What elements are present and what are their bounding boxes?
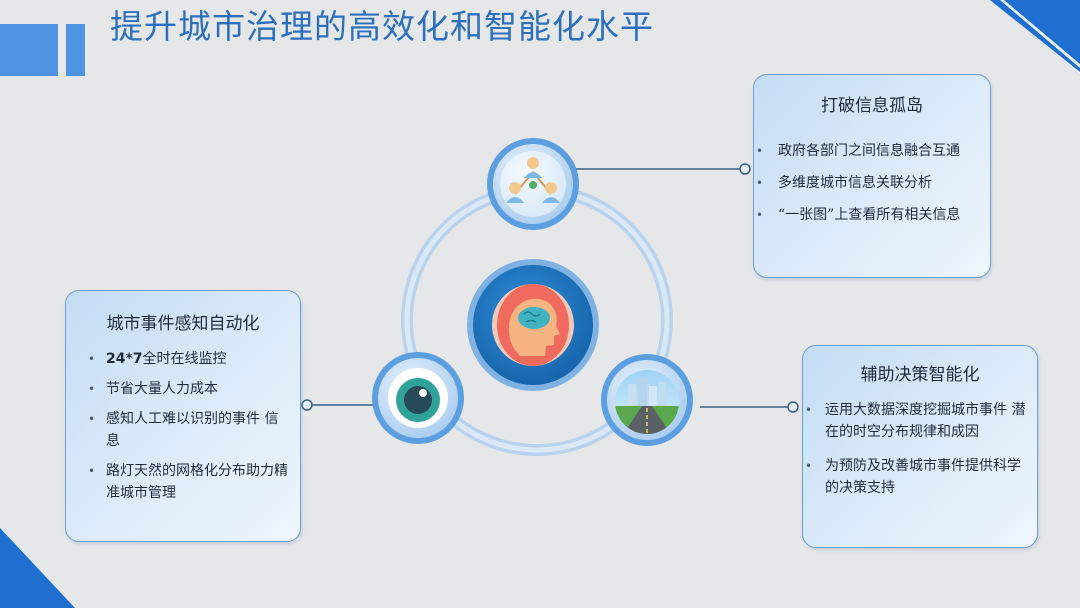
- list-item: •政府各部门之间信息融合互通: [756, 143, 960, 159]
- card-heading: 城市事件感知自动化: [106, 314, 260, 334]
- corner-decoration-top-right: [990, 0, 1080, 75]
- card-heading: 辅助决策智能化: [860, 365, 980, 385]
- corner-decoration-bottom-left: [0, 528, 75, 608]
- list-item: •“一张图”上查看所有相关信息: [756, 207, 961, 223]
- title-accent-bar: [0, 24, 58, 76]
- list-item: •路灯天然的网格化分布助力精准城市管理: [88, 463, 288, 501]
- list-item: •节省大量人力成本: [88, 381, 218, 397]
- brain-head-icon: [467, 259, 599, 391]
- card-event-perception: 城市事件感知自动化 •24*7全时在线监控 •节省大量人力成本 •感知人工难以识…: [65, 290, 301, 542]
- card-list: •运用大数据深度挖掘城市事件 潜在的时空分布规律和成因 •为预防及改善城市事件提…: [803, 399, 1037, 499]
- title-accent-bar-small: [66, 24, 85, 76]
- city-road-icon: [601, 354, 693, 446]
- card-heading: 打破信息孤岛: [821, 96, 923, 116]
- page-title: 提升城市治理的高效化和智能化水平: [110, 7, 654, 46]
- card-decision-support: 辅助决策智能化 •运用大数据深度挖掘城市事件 潜在的时空分布规律和成因 •为预防…: [802, 345, 1038, 548]
- list-item: •感知人工难以识别的事件 信息: [88, 411, 279, 449]
- list-item: •为预防及改善城市事件提供科学的决策支持: [805, 458, 1021, 496]
- card-break-info-silos: 打破信息孤岛 •政府各部门之间信息融合互通 •多维度城市信息关联分析 •“一张图…: [753, 74, 991, 278]
- list-item: •多维度城市信息关联分析: [756, 175, 932, 191]
- list-item: •24*7全时在线监控: [88, 351, 227, 367]
- list-item: •运用大数据深度挖掘城市事件 潜在的时空分布规律和成因: [805, 402, 1026, 440]
- card-list: •政府各部门之间信息融合互通 •多维度城市信息关联分析 •“一张图”上查看所有相…: [754, 140, 990, 226]
- network-people-icon: [487, 138, 579, 230]
- card-list: •24*7全时在线监控 •节省大量人力成本 •感知人工难以识别的事件 信息 •路…: [66, 348, 300, 504]
- eye-icon: [372, 352, 464, 444]
